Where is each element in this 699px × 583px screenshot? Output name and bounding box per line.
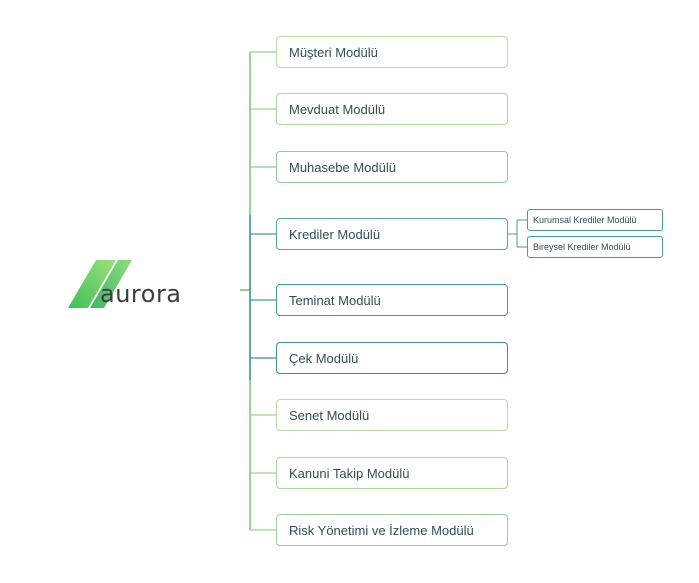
module-node-cek[interactable]: Çek Modülü: [276, 342, 508, 374]
module-node-kanuni-takip[interactable]: Kanuni Takip Modülü: [276, 457, 508, 489]
module-node-senet[interactable]: Senet Modülü: [276, 399, 508, 431]
logo-text: aurora: [100, 280, 182, 308]
module-node-risk-yonetimi[interactable]: Risk Yönetimi ve İzleme Modülü: [276, 514, 508, 546]
module-label: Mevduat Modülü: [289, 101, 386, 117]
module-label: Teminat Modülü: [289, 292, 381, 308]
aurora-logo: [66, 258, 196, 310]
module-node-muhasebe[interactable]: Muhasebe Modülü: [276, 151, 508, 183]
module-node-krediler[interactable]: Krediler Modülü: [276, 218, 508, 250]
logo-mark-icon: [68, 260, 132, 308]
module-label: Risk Yönetimi ve İzleme Modülü: [289, 522, 474, 538]
module-label: Krediler Modülü: [289, 226, 381, 242]
module-label: Çek Modülü: [289, 350, 359, 366]
module-label: Senet Modülü: [289, 407, 370, 423]
module-label: Müşteri Modülü: [289, 44, 378, 60]
module-node-musteri[interactable]: Müşteri Modülü: [276, 36, 508, 68]
module-node-teminat[interactable]: Teminat Modülü: [276, 284, 508, 316]
sub-module-label: Kurumsal Krediler Modülü: [533, 215, 637, 225]
module-label: Kanuni Takip Modülü: [289, 465, 410, 481]
module-node-mevduat[interactable]: Mevduat Modülü: [276, 93, 508, 125]
sub-module-bireysel-krediler[interactable]: Bireysel Krediler Modülü: [527, 236, 663, 258]
sub-module-kurumsal-krediler[interactable]: Kurumsal Krediler Modülü: [527, 209, 663, 231]
sub-module-label: Bireysel Krediler Modülü: [533, 242, 631, 252]
module-label: Muhasebe Modülü: [289, 159, 396, 175]
